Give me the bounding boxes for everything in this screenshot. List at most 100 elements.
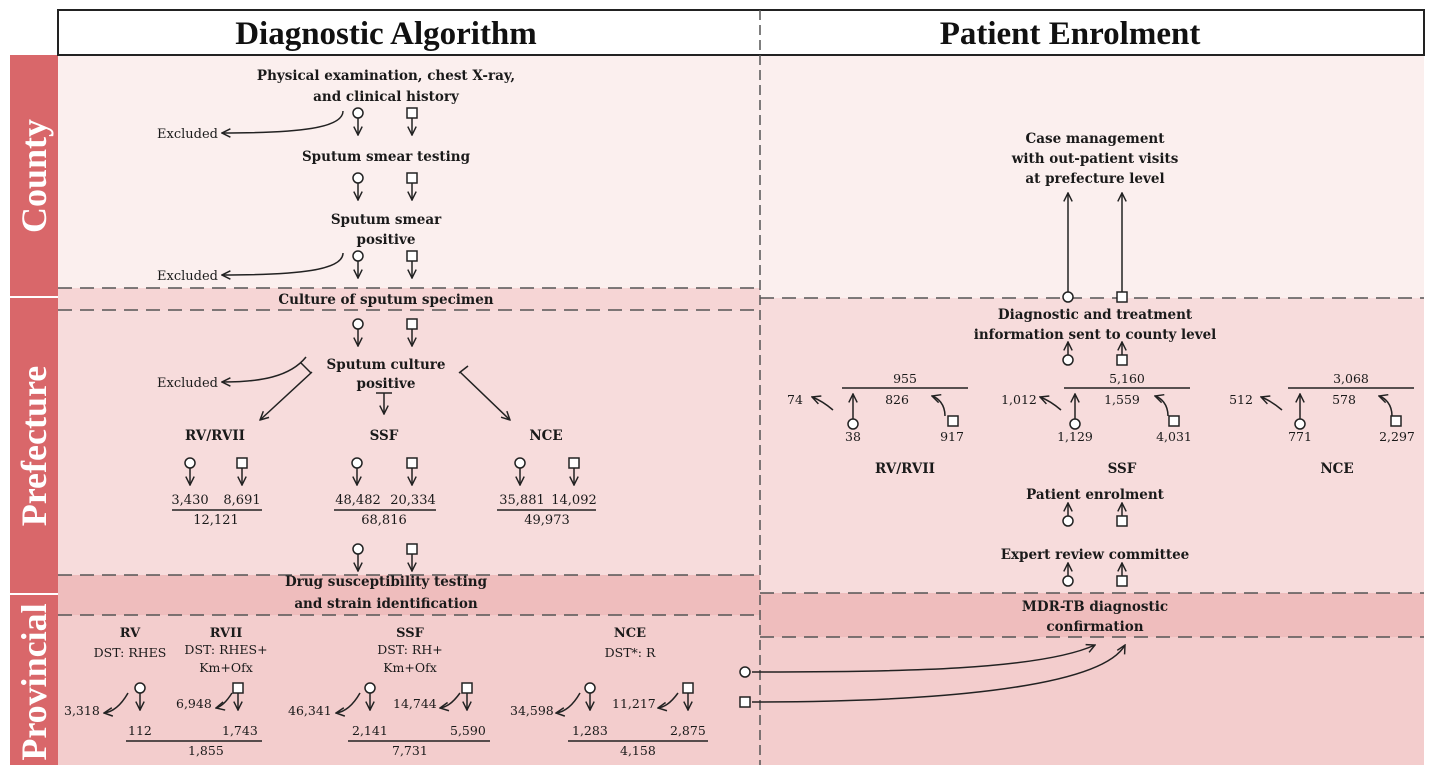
provincial-band-left: [58, 615, 760, 765]
square-symbol: [406, 543, 418, 555]
patient-enrolment-label: Patient enrolment: [1026, 487, 1165, 503]
provincial-band-right: [760, 637, 1424, 765]
prov-ssf-dst-2: Km+Ofx: [383, 660, 437, 675]
excluded-label-1: Excluded: [157, 127, 218, 142]
right-rv-a: 38: [845, 429, 861, 444]
group-rv: RV/RVII: [185, 428, 245, 444]
circle-symbol: [514, 457, 526, 469]
prov-rv-total: 1,855: [188, 743, 224, 758]
prefecture-band-left: [58, 310, 760, 575]
dst-line1: Drug susceptibility testing: [285, 574, 488, 590]
right-ssf-a: 1,129: [1057, 429, 1093, 444]
excluded-label-3: Excluded: [157, 376, 218, 391]
circle-symbol: [364, 682, 376, 694]
culture-band: [58, 288, 760, 310]
prov-rvii-dst-1: DST: RHES+: [184, 642, 267, 657]
prov-ssf-total: 7,731: [392, 743, 428, 758]
rv-total: 12,121: [193, 513, 239, 528]
prov-ssf-label: SSF: [396, 626, 424, 641]
provincial-level-cell: [10, 593, 58, 765]
prov-rv-label: RV: [120, 626, 141, 641]
right-ssf-out: 1,012: [1001, 392, 1037, 407]
prov-rv-out-b: 6,948: [176, 696, 212, 711]
right-ssf-total: 5,160: [1109, 371, 1145, 386]
prov-rv-a: 112: [128, 723, 152, 738]
mdr-line1: MDR-TB diagnostic: [1022, 599, 1168, 615]
circle-symbol: [352, 250, 364, 262]
prov-ssf-dst-1: DST: RH+: [377, 642, 442, 657]
dst-band: [58, 575, 760, 615]
prefecture-level-cell: [10, 298, 58, 593]
right-rv-total: 955: [893, 371, 917, 386]
physical-exam-line1: Physical examination, chest X-ray,: [257, 68, 515, 84]
diag-info-line2: information sent to county level: [974, 327, 1217, 343]
square-symbol: [232, 682, 244, 694]
prov-ssf-b: 5,590: [450, 723, 486, 738]
prov-nce-dst: DST*: R: [605, 645, 656, 660]
right-nce-a: 771: [1288, 429, 1312, 444]
culture-positive-line1: Sputum culture: [327, 357, 446, 373]
right-ssf-b: 4,031: [1156, 429, 1192, 444]
patient-enrolment-title: Patient Enrolment: [940, 16, 1201, 52]
square-symbol: [406, 318, 418, 330]
square-symbol: [682, 682, 694, 694]
mdr-band: [760, 593, 1424, 637]
county-label: County: [14, 119, 54, 233]
right-nce-b: 2,297: [1379, 429, 1415, 444]
square-symbol: [461, 682, 473, 694]
right-group-nce: NCE: [1320, 461, 1353, 477]
mdr-line2: confirmation: [1046, 619, 1143, 635]
expert-review-label: Expert review committee: [1001, 547, 1190, 563]
provincial-label: Provincial: [14, 603, 54, 760]
prefecture-label: Prefecture: [14, 366, 54, 527]
right-ssf-mid: 1,559: [1104, 392, 1140, 407]
right-rv-b: 917: [940, 429, 964, 444]
square-symbol: [1116, 354, 1128, 366]
square-symbol: [1116, 575, 1128, 587]
case-mgmt-line3: at prefecture level: [1025, 171, 1164, 187]
nce-count-b: 14,092: [551, 493, 597, 508]
rv-count-a: 3,430: [171, 493, 208, 508]
circle-symbol: [352, 543, 364, 555]
diag-info-line1: Diagnostic and treatment: [998, 307, 1193, 323]
right-group-rv: RV/RVII: [875, 461, 935, 477]
smear-positive-line1: Sputum smear: [331, 212, 442, 228]
square-symbol: [406, 457, 418, 469]
circle-symbol: [1062, 575, 1074, 587]
prov-rv-b: 1,743: [222, 723, 258, 738]
right-group-ssf: SSF: [1108, 461, 1137, 477]
ssf-count-a: 48,482: [335, 493, 381, 508]
county-band: [58, 55, 1424, 298]
prov-ssf-out-b: 14,744: [393, 696, 437, 711]
right-rv-mid: 826: [885, 392, 909, 407]
dst-line2: and strain identification: [294, 596, 478, 612]
smear-testing-label: Sputum smear testing: [302, 149, 471, 165]
ssf-total: 68,816: [361, 513, 407, 528]
prefecture-band-right: [760, 298, 1424, 593]
square-symbol: [406, 172, 418, 184]
square-symbol: [406, 250, 418, 262]
culture-positive-line2: positive: [357, 376, 416, 392]
prov-ssf-out-a: 46,341: [288, 703, 332, 718]
nce-total: 49,973: [524, 513, 570, 528]
diagnostic-algorithm-title: Diagnostic Algorithm: [235, 16, 537, 52]
circle-symbol: [352, 318, 364, 330]
prov-rvii-label: RVII: [210, 626, 243, 641]
prov-nce-total: 4,158: [620, 743, 656, 758]
prov-nce-a: 1,283: [572, 723, 608, 738]
group-nce: NCE: [529, 428, 562, 444]
smear-positive-line2: positive: [357, 232, 416, 248]
prov-nce-out-b: 11,217: [612, 696, 656, 711]
circle-symbol: [184, 457, 196, 469]
prov-rvii-dst-2: Km+Ofx: [199, 660, 253, 675]
county-level-cell: [10, 55, 58, 298]
physical-exam-line2: and clinical history: [313, 89, 460, 105]
prov-ssf-a: 2,141: [352, 723, 388, 738]
case-mgmt-line1: Case management: [1026, 131, 1166, 147]
circle-symbol: [1062, 354, 1074, 366]
prov-rv-out-a: 3,318: [64, 703, 100, 718]
group-ssf: SSF: [370, 428, 399, 444]
square-symbol: [406, 107, 418, 119]
rv-count-b: 8,691: [223, 493, 260, 508]
